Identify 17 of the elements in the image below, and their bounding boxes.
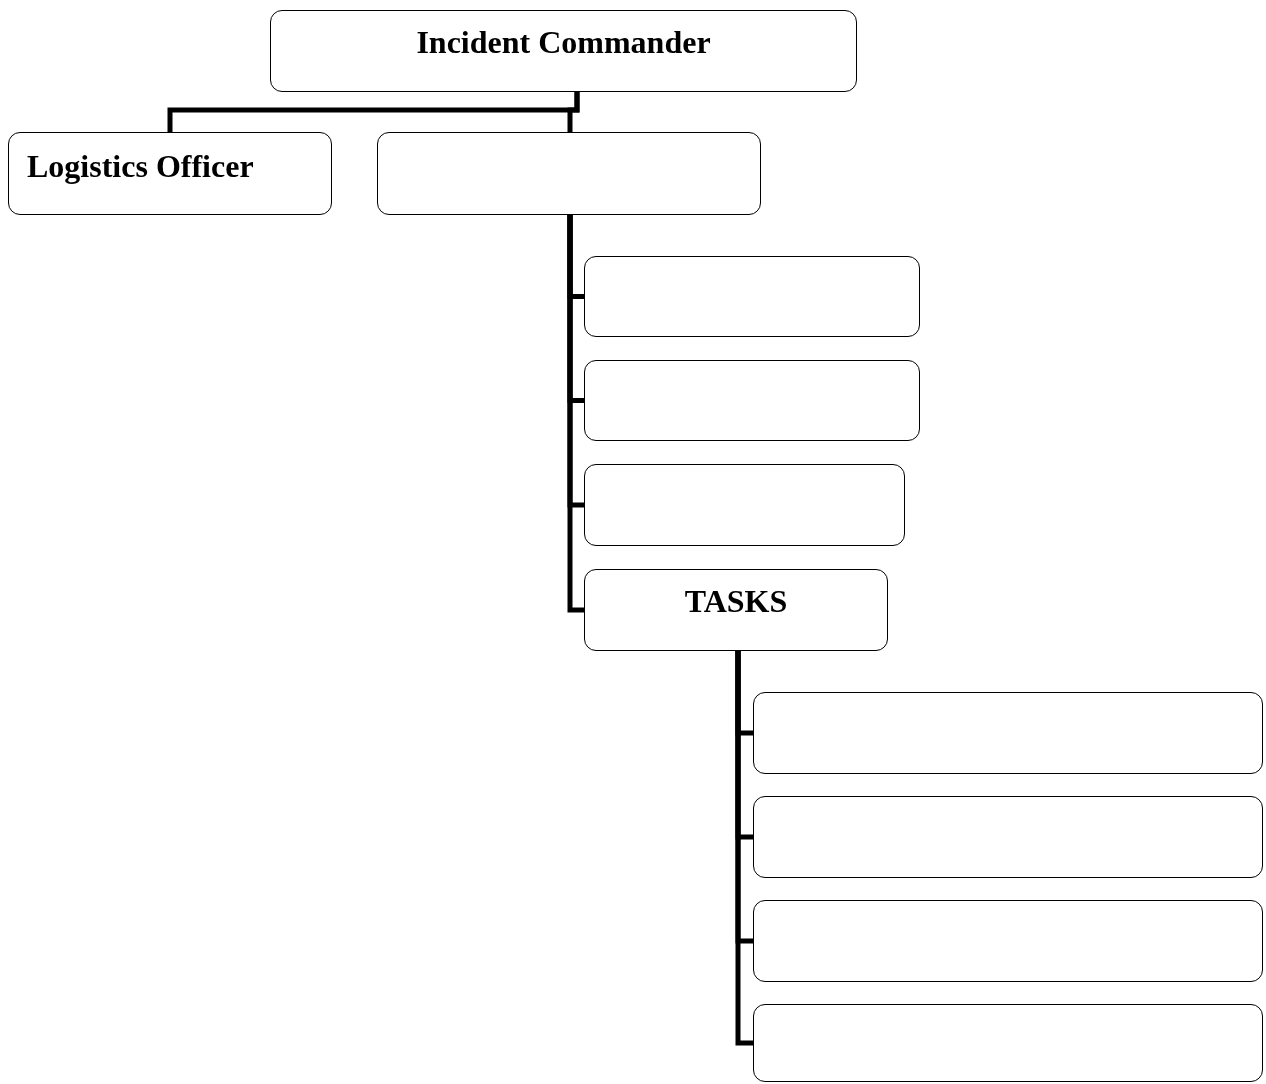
connector-line: [735, 651, 753, 1046]
empty-box: [584, 464, 905, 546]
empty-box: [377, 132, 761, 215]
connector-line: [567, 215, 584, 613]
role-title: Logistics Officer: [27, 149, 254, 185]
connector-line: [567, 92, 580, 132]
empty-box: [753, 796, 1263, 878]
empty-box: [584, 256, 920, 337]
role-title: TASKS: [684, 584, 788, 620]
role-box: [270, 10, 857, 92]
role-title: Incident Commander: [416, 25, 711, 61]
empty-box: [753, 900, 1263, 982]
role-box: [584, 569, 888, 651]
empty-box: [753, 1004, 1263, 1082]
role-box: [8, 132, 332, 215]
empty-box: [753, 692, 1263, 774]
empty-box: [584, 360, 920, 441]
